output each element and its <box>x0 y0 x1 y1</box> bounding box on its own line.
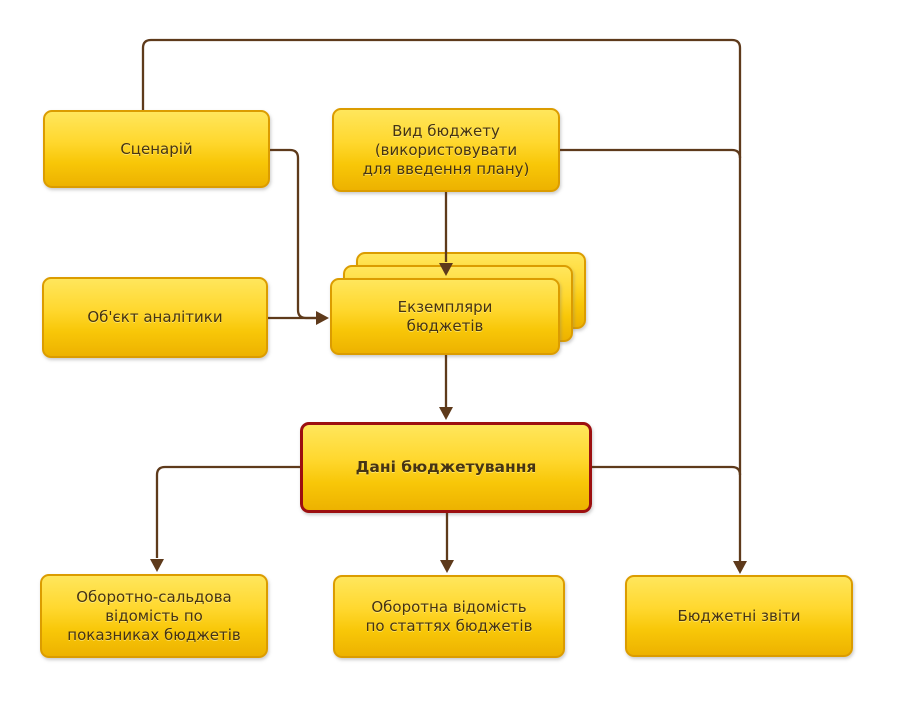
node-budgeting-data: Дані бюджетування <box>300 422 592 513</box>
connector-budgeting-data-to-balance-sheet <box>155 465 300 558</box>
node-budget-instances: Екземпляри бюджетів <box>330 278 560 355</box>
node-budget-type: Вид бюджету (використовувати для введенн… <box>332 108 560 192</box>
node-scenario-label: Сценарій <box>120 139 193 158</box>
arrowhead-into-budget-reports <box>733 561 747 574</box>
node-budgeting-data-label: Дані бюджетування <box>355 458 537 476</box>
node-turnover-balance-sheet-label: Оборотно-сальдова відомість по показника… <box>67 587 241 644</box>
node-turnover-sheet-by-items: Оборотна відомість по статтях бюджетів <box>333 575 565 658</box>
arrowhead-into-balance-sheet <box>150 559 164 572</box>
node-analytics-object-label: Об'єкт аналітики <box>87 308 223 326</box>
connector-budget-type-to-right-rail <box>560 148 742 159</box>
node-budget-reports: Бюджетні звіти <box>625 575 853 657</box>
node-scenario: Сценарій <box>43 110 270 188</box>
node-budget-instances-label: Екземпляри бюджетів <box>397 297 493 335</box>
node-turnover-sheet-by-items-label: Оборотна відомість по статтях бюджетів <box>365 597 533 635</box>
connector-scenario-to-instances <box>270 148 316 320</box>
arrowhead-into-sheet-by-items <box>440 560 454 573</box>
arrowhead-into-budgeting-data <box>439 407 453 420</box>
node-budget-reports-label: Бюджетні звіти <box>677 606 801 625</box>
node-budget-type-label: Вид бюджету (використовувати для введенн… <box>362 121 530 178</box>
node-analytics-object: Об'єкт аналітики <box>42 277 268 358</box>
node-turnover-balance-sheet: Оборотно-сальдова відомість по показника… <box>40 574 268 658</box>
arrowhead-into-instances-left <box>316 311 329 325</box>
connector-budgeting-data-to-right-rail <box>592 465 742 476</box>
